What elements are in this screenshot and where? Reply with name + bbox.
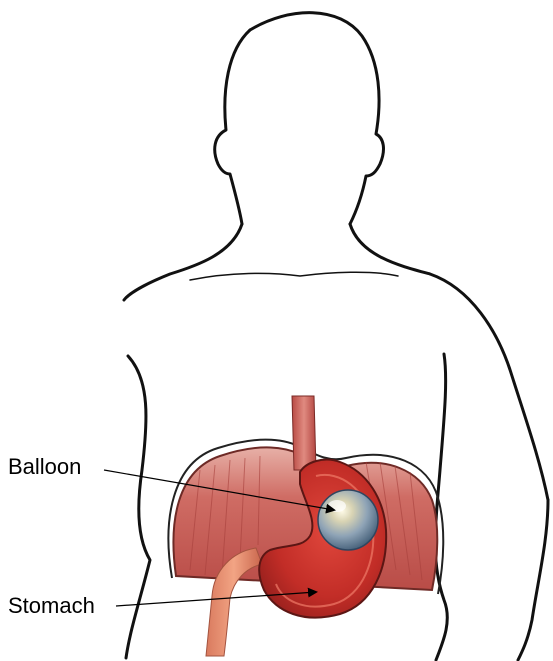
left-shoulder-outline [124, 224, 242, 300]
gastric-balloon [318, 490, 378, 550]
right-shoulder-outline [350, 224, 548, 500]
stomach-label: Stomach [8, 594, 95, 618]
head-outline [215, 30, 250, 224]
right-arm-outline [518, 500, 548, 660]
balloon-highlight [328, 500, 346, 512]
left-torso-outline [126, 356, 150, 658]
right-torso-outline [435, 354, 447, 660]
balloon-label: Balloon [8, 455, 81, 479]
esophagus [292, 396, 316, 470]
collar-line [190, 272, 398, 280]
head-outline-right [250, 13, 383, 224]
